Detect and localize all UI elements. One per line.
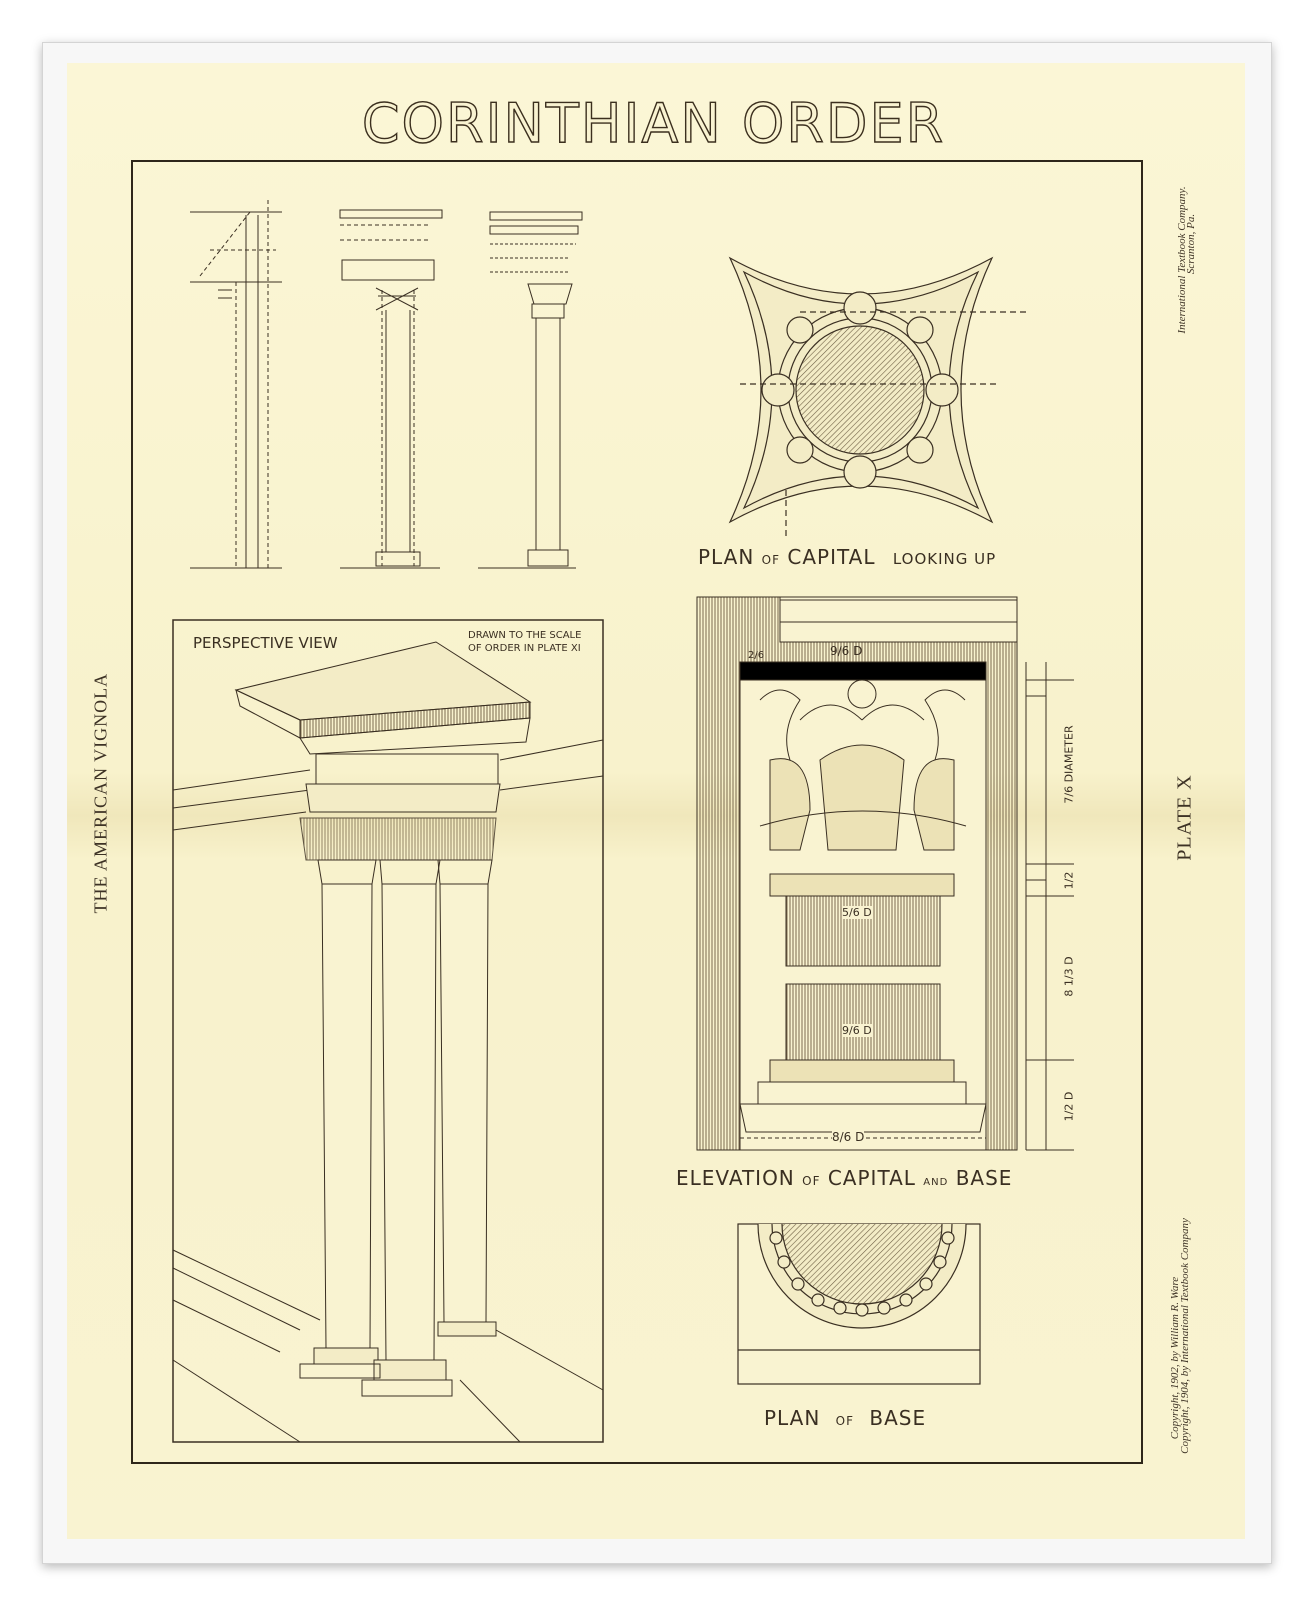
caption-capital: CAPITAL [787,545,876,569]
caption-elev-and: AND [923,1177,949,1188]
plan-capital-caption: PLAN OF CAPITAL LOOKING UP [698,545,996,569]
caption-looking-up: LOOKING UP [892,550,997,568]
column-study-2 [339,209,443,569]
perspective-label: PERSPECTIVE VIEW [193,634,338,652]
plate-title: CORINTHIAN ORDER [361,91,946,155]
dim-bell-lower: 9/6 D [842,1024,872,1037]
plan-base-caption: PLAN OF BASE [764,1406,926,1430]
caption-elev-base: BASE [955,1166,1013,1190]
caption-elevation: ELEVATION [676,1166,795,1190]
dim-bell-upper: 5/6 D [842,906,872,919]
plan-base-drawing [737,1223,981,1385]
perspective-note-1: DRAWN TO THE SCALE [468,630,582,641]
caption-of: OF [761,553,781,567]
caption-plan: PLAN [698,545,755,569]
dim-side-half-d: 1/2 D [1062,1091,1076,1122]
caption-base-plan: PLAN [764,1406,821,1430]
dim-side-third: 8 1/3 D [1062,956,1076,997]
dim-side-half: 1/2 [1062,871,1076,890]
elevation-caption: ELEVATION OF CAPITAL AND BASE [676,1166,1012,1190]
column-study-1 [190,200,282,569]
perspective-panel [172,619,604,1443]
dim-top: 9/6 D [830,644,863,658]
column-study-3 [478,211,583,569]
dim-bottom: 8/6 D [832,1130,865,1144]
caption-elev-of: OF [802,1174,821,1188]
dim-top-left: 2/6 [748,650,765,661]
caption-elev-capital: CAPITAL [827,1166,916,1190]
dim-side-diameter: 7/6 DIAMETER [1062,725,1076,804]
perspective-note-2: OF ORDER IN PLATE XI [468,643,581,654]
elevation-panel [696,596,1074,1151]
plate-border [131,160,1143,1464]
plan-capital-drawing [728,256,1030,540]
caption-base-of: OF [835,1414,855,1428]
caption-base-base: BASE [869,1406,927,1430]
